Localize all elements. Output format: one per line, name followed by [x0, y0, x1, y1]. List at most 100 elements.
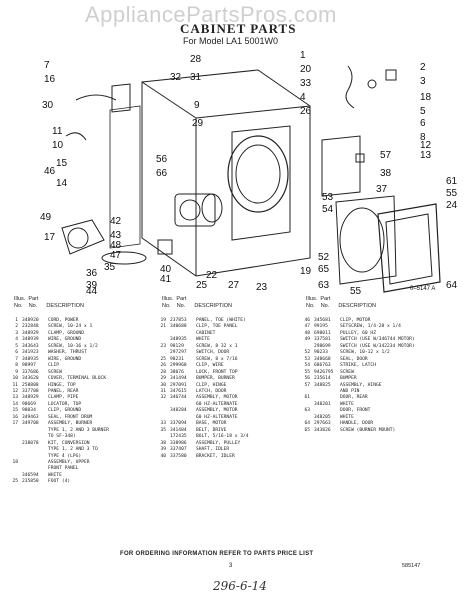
part-number: 348205	[314, 414, 331, 420]
part-description: CLIP, HINGE	[196, 382, 227, 388]
part-number: 235614	[314, 376, 331, 382]
part-description: WIRE, GROUND	[48, 356, 82, 362]
callout-label: 43	[110, 230, 122, 241]
part-description: SCREW (BURNER MOUNT)	[340, 427, 396, 433]
hdr-part: Part	[320, 296, 331, 302]
illus-number: 3	[15, 330, 18, 336]
part-number: 348668	[314, 356, 331, 362]
illus-number: 53	[304, 356, 310, 362]
table-row: AND PIN	[298, 389, 468, 395]
callout-label: 27	[228, 280, 240, 291]
page-number: 3	[229, 563, 233, 569]
illus-number: 64	[304, 421, 310, 427]
illus-number: 4	[15, 337, 18, 343]
part-description: ASSEMBLY, MOTOR	[196, 395, 238, 401]
illus-number: 39	[160, 447, 166, 453]
part-number: 349463	[22, 414, 39, 420]
hdr-part: Part	[28, 296, 39, 302]
part-description: DOOR, FRONT	[340, 408, 371, 414]
illus-number: 8	[15, 363, 18, 369]
callout-label: 61	[446, 176, 458, 187]
hdr-illus: Illus.	[162, 296, 174, 302]
callout-label: 28	[190, 54, 202, 65]
hdr-illus: Illus.	[306, 296, 318, 302]
part-description: HANDLE, DOOR	[340, 421, 374, 427]
part-number: 341923	[22, 350, 39, 356]
part-description: WASHER, THRUST	[48, 350, 87, 356]
callout-label: 11	[52, 126, 63, 137]
table-row: TYPE 1, 2 AND 3 BURNER	[6, 428, 156, 434]
illus-number: 30	[160, 382, 166, 388]
column-header-1: Illus. Part No. No. DESCRIPTION	[14, 296, 84, 309]
part-description: SETSCREW, 1/4-28 x 1/4	[340, 324, 401, 330]
part-description: FOOT (4)	[48, 479, 71, 485]
part-description: PANEL, TOE (WHITE)	[196, 318, 246, 323]
callout-label: 9	[194, 100, 200, 111]
table-row: 60 HZ-ALTERNATE	[154, 402, 302, 408]
part-description: BUMPER	[340, 376, 357, 382]
part-description: BRACKET, IDLER	[196, 453, 235, 459]
callout-label: 3	[420, 76, 426, 87]
part-description: SHAFT, IDLER	[196, 447, 230, 453]
part-number: 172435	[170, 434, 187, 440]
part-description: TO SF-348)	[48, 434, 76, 440]
part-description: BELT, DRIVE	[196, 427, 227, 433]
part-number: 341484	[170, 427, 187, 433]
illus-number: 56	[304, 376, 310, 382]
callout-label: 12	[420, 140, 432, 151]
hdr-part-no: No.	[28, 302, 38, 309]
illus-number: 6	[15, 350, 18, 356]
part-number: 343643	[22, 343, 39, 349]
callout-label: 36	[86, 268, 98, 279]
part-description: CLIP, MOTOR	[340, 318, 371, 323]
part-description: CLAMP, GROUND	[48, 330, 84, 336]
part-description: ASSEMBLY, UPPER	[48, 459, 90, 465]
illus-number: 17	[12, 421, 18, 427]
illus-number: 15	[12, 408, 18, 414]
part-number: 237853	[170, 318, 187, 323]
part-number: 345681	[314, 318, 331, 323]
illus-number: 9	[15, 369, 18, 375]
callout-label: 26	[300, 106, 312, 117]
part-number: 98231	[170, 356, 184, 362]
part-number: 343620	[22, 376, 39, 382]
part-number: 348939	[22, 337, 39, 343]
hdr-no: No.	[162, 302, 171, 309]
callout-label: 17	[44, 232, 56, 243]
callout-label: 16	[44, 74, 56, 85]
part-number: 297091	[170, 382, 187, 388]
part-number: 346594	[22, 472, 39, 478]
handwritten-note: 296-6-14	[213, 579, 267, 593]
illus-number: 40	[160, 453, 166, 459]
part-description: STRIKE, LATCH	[340, 363, 376, 369]
callout-label: 18	[420, 92, 432, 103]
part-description: CLIP, TOE PANEL	[196, 324, 238, 330]
illus-number: 49	[304, 337, 310, 343]
part-number: 338986	[170, 440, 187, 446]
part-description: LOCK, FRONT TOP	[196, 369, 238, 375]
callout-label: 5	[420, 106, 426, 117]
callout-label: 65	[318, 264, 330, 275]
part-number: 348935	[170, 337, 187, 343]
illus-number: 35	[160, 427, 166, 433]
